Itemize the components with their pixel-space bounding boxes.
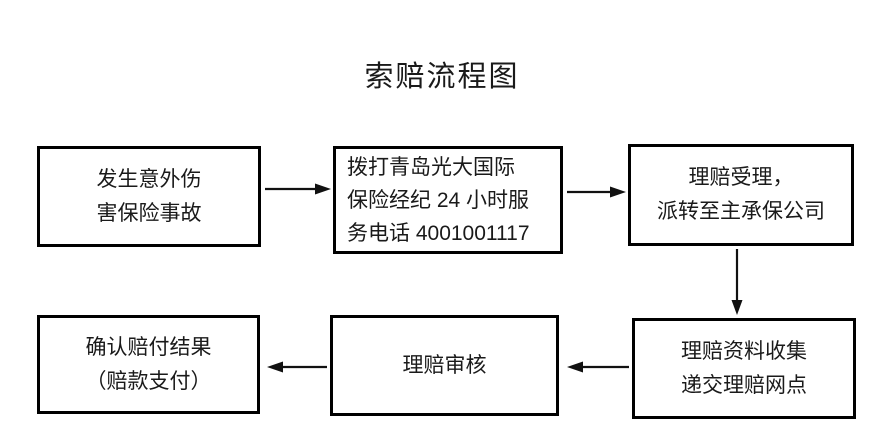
diagram-title: 索赔流程图 [364,61,520,93]
node-text-line: （赔款支付） [85,369,212,393]
flow-node-materials: 理赔资料收集 递交理赔网点 [632,318,856,419]
arrow-incident-to-hotline-icon [265,183,331,195]
node-text-line: 拨打青岛光大国际 [347,155,515,179]
flow-node-review: 理赔审核 [330,315,559,416]
arrow-review-to-confirm-payment-icon [267,361,327,373]
node-text-line: 派转至主承保公司 [657,200,825,223]
node-text-line: 保险经纪 24 小时服 [347,188,530,212]
flow-node-incident: 发生意外伤 害保险事故 [37,146,261,247]
node-text-line: 递交理赔网点 [681,373,807,397]
node-text-line: 害保险事故 [96,201,202,225]
node-text-line: 理赔审核 [402,353,487,377]
node-text-line: 发生意外伤 [96,167,202,191]
arrow-acceptance-to-materials-icon [731,249,743,315]
arrow-materials-to-review-icon [567,361,629,373]
flow-node-acceptance: 理赔受理， 派转至主承保公司 [628,144,854,246]
node-text-line: 理赔受理， [688,166,794,189]
arrow-hotline-to-acceptance-icon [567,186,626,198]
node-text-line: 确认赔付结果 [85,335,212,359]
node-text-line: 务电话 4001001117 [347,221,530,245]
node-text-line: 理赔资料收集 [681,339,807,363]
flow-node-confirm-payment: 确认赔付结果 （赔款支付） [37,315,260,414]
flow-node-hotline: 拨打青岛光大国际 保险经纪 24 小时服 务电话 4001001117 [333,146,563,254]
